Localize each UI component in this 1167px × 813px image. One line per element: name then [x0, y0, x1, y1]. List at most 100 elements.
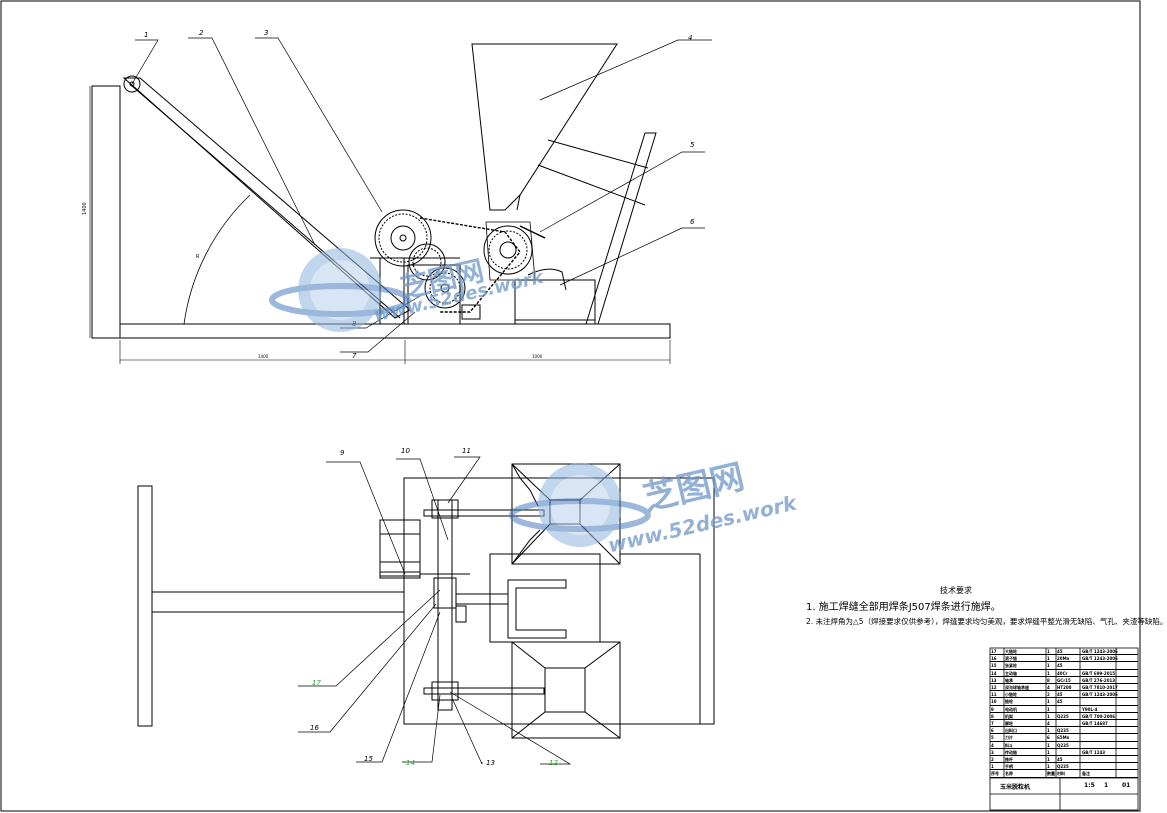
bom-cell: 轴承 — [1005, 677, 1013, 683]
top-left-post — [137, 485, 153, 727]
bom-cell: 8 — [991, 713, 994, 719]
bom-cell: Q235 — [1057, 764, 1069, 770]
title-block-ratio: 1:5 — [1084, 782, 1095, 789]
bom-row: 4 料斗 1 Q235 — [990, 742, 1138, 749]
bom-cell: 张紧轮 — [1005, 663, 1017, 669]
top-shaft-lower — [423, 687, 545, 695]
tech-req-title: 技术要求 — [940, 586, 972, 595]
bom-cell: 4 — [991, 742, 994, 748]
bom-cell: Q235 — [1057, 742, 1069, 748]
bom-cell: HT200 — [1057, 685, 1072, 690]
bom-header-cell: 数量 — [1047, 771, 1055, 777]
callout-16: 16 — [310, 724, 319, 732]
bom-cell: 14 — [991, 670, 997, 676]
bom-cell: 深沟球轴承座 — [1005, 685, 1029, 690]
drive-chain — [419, 217, 521, 313]
watermark-globe-2 — [509, 463, 651, 547]
bom-cell: 7 — [991, 721, 994, 726]
tech-req-line-2: 2. 未注焊角为△5（焊接要求仅供参考），焊缝要求均匀美观，要求焊缝平整光滑无缺… — [806, 617, 1167, 626]
drawing-sheet: 1400 R 1400 1000 1 2 3 4 5 6 7 8 — [0, 0, 1141, 812]
bom-cell: 12 — [991, 685, 997, 690]
callout-3: 3 — [264, 29, 268, 37]
top-leaders — [298, 456, 572, 765]
bom-cell: 1 — [1047, 749, 1050, 755]
bom-cell: 1 — [1047, 663, 1050, 669]
bom-cell: GB/T 276-2013 — [1082, 677, 1116, 683]
callout-2: 2 — [199, 29, 204, 37]
bom-cell: 65Mn — [1057, 735, 1070, 741]
bom-cell: GB/T 14687 — [1082, 721, 1108, 726]
bom-cell: 4 — [1047, 685, 1050, 690]
callout-12: 12 — [549, 759, 558, 767]
bom-cell: GB/T 7810-2017 — [1082, 685, 1118, 690]
bom-cell: 链轮 — [1005, 699, 1013, 705]
callout-6: 6 — [690, 218, 695, 226]
bom-cell: 1 — [1047, 649, 1050, 654]
title-block-drawing-no: 01 — [1122, 782, 1131, 789]
bom-cell: 1 — [1047, 699, 1050, 705]
callout-10: 10 — [401, 447, 410, 455]
left-post — [91, 85, 121, 339]
bom-cell: 2 — [991, 757, 994, 762]
callout-1: 1 — [144, 31, 148, 39]
bom-cell: 传动链 — [1005, 749, 1017, 755]
bom-cell: 6 — [991, 728, 994, 734]
outlet-chute — [585, 132, 657, 325]
bom-header-cell: 序号 — [991, 771, 999, 777]
bom-cell: 1 — [1047, 742, 1050, 748]
top-motor — [379, 519, 421, 577]
callout-17: 17 — [312, 679, 321, 687]
bom-header-cell: 材料 — [1057, 771, 1065, 777]
bom-cell: 45 — [1057, 692, 1063, 698]
bom-cell: 大链轮 — [1005, 649, 1017, 654]
bom-cell: 机架 — [1005, 713, 1013, 719]
bom-cell: 2 — [1047, 692, 1050, 698]
bom-cell: 电动机 — [1005, 706, 1017, 712]
bom-cell: 8 — [1047, 677, 1050, 683]
thresher-rotor — [483, 221, 536, 281]
bom-cell: GB/T 699-2015 — [1082, 670, 1116, 676]
tensioner — [461, 304, 481, 320]
bom-cell: GB/T 1243-2006 — [1082, 692, 1118, 698]
callout-11: 11 — [462, 447, 471, 455]
top-view — [137, 463, 715, 739]
technical-requirements: 技术要求 1. 施工焊缝全部用焊条J507焊条进行施焊。 2. 未注焊角为△5（… — [806, 584, 1167, 629]
bom-cell: 1 — [1047, 706, 1050, 712]
large-sprocket — [374, 209, 432, 267]
bom-cell: 17 — [991, 649, 997, 654]
bom-cell: GB/T 700-2006 — [1082, 713, 1116, 719]
bom-cell: 9 — [991, 706, 994, 712]
top-callouts: 9 10 11 12 13 14 15 16 17 — [310, 447, 558, 767]
bom-cell: 料斗 — [1005, 742, 1013, 748]
bom-cell: 脚轮 — [1005, 721, 1013, 726]
dim-right: 1000 — [532, 354, 543, 359]
bom-cell: GB/T 1243 — [1082, 749, 1106, 755]
callout-15: 15 — [364, 755, 373, 763]
bom-cell: 45 — [1057, 757, 1063, 762]
bom-frame — [989, 647, 1139, 811]
bom-cell: 1 — [1047, 670, 1050, 676]
watermark-globe-1 — [269, 248, 411, 332]
callout-13: 13 — [486, 759, 495, 767]
bom-cell: GB/T 1243-2006 — [1082, 656, 1118, 662]
front-view — [89, 43, 671, 364]
top-arm — [151, 591, 405, 613]
top-shaft-upper — [423, 509, 545, 517]
blade — [519, 225, 546, 239]
bom-cell: 40Cr — [1057, 670, 1068, 676]
bom-cell: 16 — [991, 656, 997, 662]
bom-cell: 1 — [1047, 764, 1050, 770]
pivot-1 — [123, 75, 141, 93]
bom-cell: 6 — [1047, 735, 1050, 741]
bom-cell: 小链轮 — [1005, 692, 1017, 698]
hopper — [471, 43, 618, 211]
bom-cell: Y90L-4 — [1082, 706, 1098, 712]
callout-4: 4 — [688, 34, 692, 42]
bom-cell: 手柄 — [1005, 764, 1013, 770]
